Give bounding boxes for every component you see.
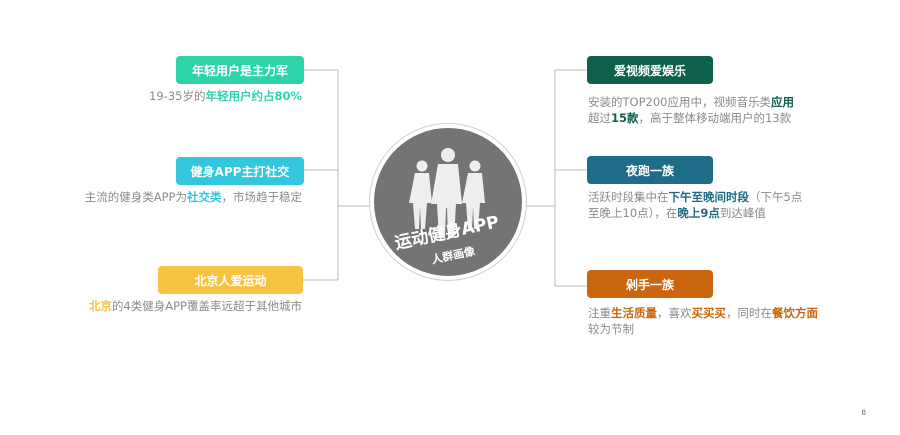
node-label-video-entertainment: 爱视频爱娱乐 <box>587 56 713 84</box>
node-desc-video-entertainment: 安装的TOP200应用中，视频音乐类应用超过15款，高于整体移动端用户的13款 <box>588 95 794 125</box>
node-desc-shoppers: 注重生活质量，喜欢买买买，同时在餐饮方面较为节制 <box>588 306 818 336</box>
people-silhouette-icon: 运动健身APP 人群画像 <box>393 148 501 267</box>
node-label-night-runners: 夜跑一族 <box>587 156 713 184</box>
node-desc-beijing: 北京的4类健身APP覆盖率远超于其他城市 <box>88 299 302 313</box>
center-subtitle: 人群画像 <box>430 243 477 266</box>
node-label-young-users: 年轻用户是主力军 <box>176 56 304 84</box>
center-title: 运动健身APP <box>393 211 501 254</box>
node-label-shoppers: 剁手一族 <box>587 270 713 298</box>
node-desc-night-runners: 活跃时段集中在下午至晚间时段（下午5点至晚上10点），在晚上9点到达峰值 <box>588 190 803 220</box>
page-number: 8 <box>861 409 866 417</box>
node-label-beijing: 北京人爱运动 <box>158 266 303 294</box>
node-label-social-apps: 健身APP主打社交 <box>176 157 304 185</box>
node-desc-social-apps: 主流的健身类APP为社交类，市场趋于稳定 <box>84 190 302 204</box>
center-hub: 运动健身APP 人群画像 <box>370 124 526 280</box>
node-desc-young-users: 19-35岁的年轻用户约占80% <box>149 89 302 103</box>
